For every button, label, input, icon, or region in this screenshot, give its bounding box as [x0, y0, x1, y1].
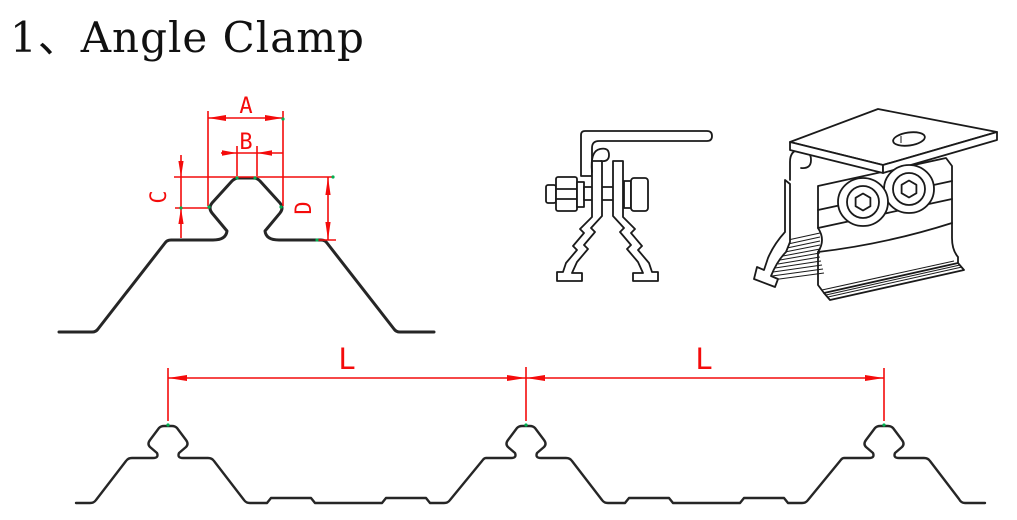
bolt-head	[630, 177, 649, 212]
dimension-A: A	[207, 94, 284, 206]
dimension-pitch-left-label: L	[338, 342, 355, 376]
pivot-curl	[590, 147, 610, 173]
clamp-l-bracket	[580, 130, 713, 177]
roof-sheet-profile: L L	[74, 342, 987, 505]
dimension-D: D	[292, 177, 336, 241]
dimension-pitch-right-label: L	[695, 342, 712, 376]
cad-endpoint-markers-bottom	[166, 423, 886, 427]
clamp-side-view	[545, 130, 713, 282]
dimension-pitch-right: L	[526, 342, 885, 421]
bolt-end	[545, 184, 557, 204]
roof-sheet-outline	[74, 424, 987, 505]
clamp-3d-view	[753, 108, 998, 301]
dimension-C: C	[147, 155, 209, 238]
socket-screw-front	[837, 177, 889, 227]
dimension-D-label: D	[292, 201, 317, 214]
clamp-jaw-right	[612, 160, 659, 282]
cad-endpoint-markers	[179, 117, 335, 242]
mounting-slot-hole	[892, 131, 926, 147]
dimension-A-label: A	[239, 94, 252, 119]
clamp-jaw-left	[556, 160, 603, 282]
dimension-C-label: C	[147, 190, 172, 203]
hex-nut	[555, 176, 578, 212]
dimension-pitch-left: L	[167, 342, 527, 421]
washer-right	[623, 180, 632, 209]
dimension-B: B	[221, 130, 283, 176]
dimension-B-label: B	[239, 130, 252, 155]
socket-screw-back	[883, 164, 935, 214]
seam-profile-section-view: A B C	[57, 94, 436, 334]
page-title: 1、Angle Clamp	[10, 13, 365, 62]
serration-hatch	[771, 232, 825, 281]
washer-left	[576, 181, 585, 208]
top-plate-side	[882, 131, 998, 174]
clamp-3d-left-jaw	[753, 179, 791, 288]
seam-profile-outline	[57, 176, 436, 334]
